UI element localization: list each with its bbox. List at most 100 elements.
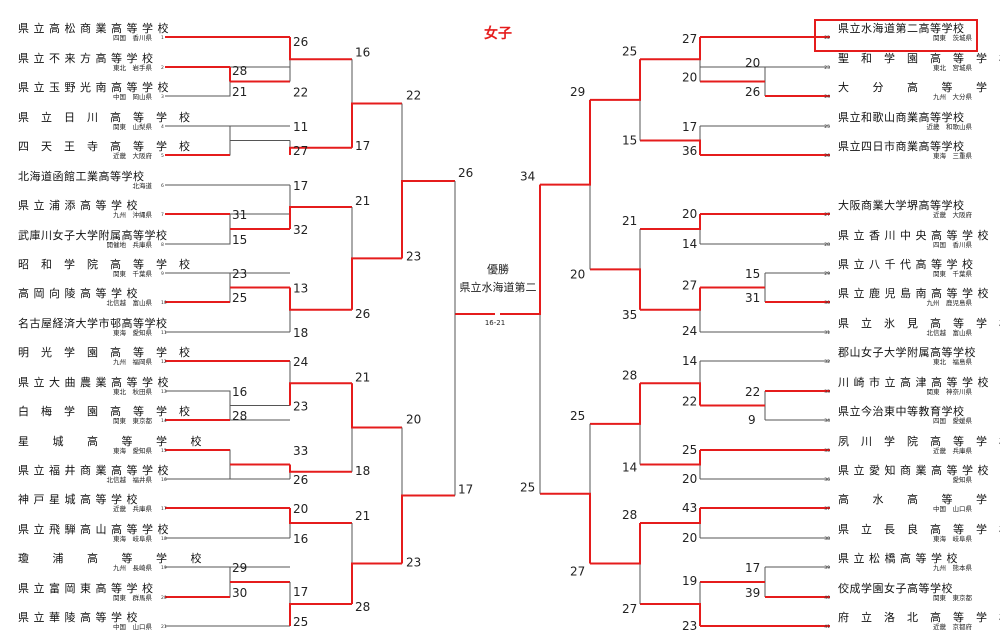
score-label: 24 — [293, 355, 308, 369]
score-label: 14 — [682, 237, 697, 251]
team-region: 東海 岐阜県 — [113, 534, 153, 543]
team-number: 13 — [161, 389, 167, 395]
bracket-line — [351, 383, 402, 429]
team-number: 10 — [161, 300, 167, 306]
team-region: 近畿 大阪府 — [933, 210, 973, 219]
team-name: 瓊 浦 高 等 学 校 — [18, 551, 202, 565]
score-label: 20 — [682, 531, 697, 545]
team-region: 東北 秋田県 — [113, 387, 153, 396]
bracket-title: 女子 — [484, 25, 512, 42]
score-label: 27 — [622, 602, 637, 616]
team-name: 大 分 高 等 学 校 — [838, 80, 1000, 94]
team-region: 九州 鹿児島県 — [927, 298, 973, 307]
team-region: 関東 千葉県 — [933, 269, 973, 278]
team-number: 14 — [161, 418, 167, 424]
team-region: 東海 三重県 — [933, 151, 973, 160]
bracket-line — [640, 382, 701, 406]
score-label: 18 — [355, 464, 370, 478]
team-number: 29 — [824, 271, 830, 277]
score-label: 15 — [622, 134, 637, 148]
score-label: 11 — [293, 120, 308, 134]
score-label: 29 — [232, 561, 247, 575]
team-region: 関東 東京都 — [933, 593, 973, 602]
team-region: 関東 茨城県 — [933, 33, 973, 42]
score-label: 32 — [293, 223, 308, 237]
score-label: 39 — [745, 586, 760, 600]
score-label: 24 — [682, 324, 697, 338]
team-number: 7 — [161, 212, 164, 218]
team-name: 県 立 日 川 高 等 学 校 — [18, 110, 191, 124]
team-number: 4 — [161, 124, 164, 130]
score-label: 28 — [622, 508, 637, 522]
team-name: 昭 和 学 院 高 等 学 校 — [18, 257, 191, 271]
score-label: 17 — [682, 120, 697, 134]
score-label: 15 — [745, 267, 760, 281]
score-label: 17 — [745, 561, 760, 575]
bracket-line — [289, 37, 352, 61]
score-label: 21 — [355, 370, 370, 384]
team-region: 四国 香川県 — [113, 33, 153, 42]
team-region: 開催地 兵庫県 — [107, 240, 153, 249]
team-region: 北信越 福井県 — [107, 475, 153, 484]
score-label: 16 — [355, 45, 370, 59]
team-name: 名古屋経済大学市邨高等学校 — [18, 316, 168, 330]
team-name: 神 戸 星 城 高 等 学 校 — [18, 492, 138, 506]
score-label: 25 — [232, 291, 247, 305]
score-label: 27 — [682, 279, 697, 293]
score-label: 15 — [232, 233, 247, 247]
bracket-line — [500, 184, 541, 315]
score-label: 35 — [622, 308, 637, 322]
team-region: 愛知県 — [953, 475, 973, 484]
score-label: 23 — [682, 619, 697, 633]
team-region: 九州 沖縄県 — [113, 210, 153, 219]
team-number: 40 — [824, 595, 830, 601]
team-number: 34 — [824, 418, 830, 424]
score-label: 21 — [355, 509, 370, 523]
bracket-line — [351, 102, 402, 148]
team-name: 郡山女子大学附属高等学校 — [838, 345, 976, 359]
team-number: 17 — [161, 506, 167, 512]
team-number: 31 — [824, 330, 830, 336]
bracket-line — [289, 287, 352, 311]
team-name: 佼成学園女子高等学校 — [838, 581, 953, 595]
team-region: 四国 愛媛県 — [933, 416, 973, 425]
bracket-line — [401, 179, 455, 259]
score-label: 34 — [520, 170, 535, 184]
bracket-line — [590, 383, 641, 425]
bracket-line — [401, 494, 455, 564]
team-number: 23 — [824, 65, 830, 71]
score-label: 27 — [570, 565, 585, 579]
team-region: 関東 神奈川県 — [927, 387, 973, 396]
team-name: 県 立 氷 見 高 等 学 校 — [838, 316, 1000, 330]
team-region: 四国 香川県 — [933, 240, 973, 249]
score-label: 43 — [682, 501, 697, 515]
team-name: 北海道函館工業高等学校 — [18, 169, 145, 183]
bracket-line — [289, 146, 352, 155]
team-name: 県 立 福 井 商 業 高 等 学 校 — [18, 463, 169, 477]
score-label: 25 — [293, 615, 308, 629]
team-number: 15 — [161, 448, 167, 454]
team-name: 県 立 玉 野 光 南 高 等 学 校 — [18, 80, 169, 94]
score-label: 22 — [745, 385, 760, 399]
team-name: 明 光 学 園 高 等 学 校 — [18, 345, 191, 359]
bracket-line — [289, 464, 352, 473]
team-region: 九州 大分県 — [933, 92, 973, 101]
team-number: 11 — [161, 330, 167, 336]
score-label: 20 — [745, 56, 760, 70]
team-name: 県 立 八 千 代 高 等 学 校 — [838, 257, 973, 271]
score-label: 20 — [406, 413, 421, 427]
team-name: 白 梅 学 園 高 等 学 校 — [18, 404, 191, 418]
team-number: 8 — [161, 242, 164, 248]
team-number: 26 — [824, 153, 830, 159]
team-name: 武庫川女子大学附属高等学校 — [18, 228, 168, 242]
team-region: 北海道 — [133, 181, 153, 190]
team-region: 近畿 京都府 — [933, 622, 973, 631]
team-number: 39 — [824, 565, 830, 571]
score-label: 26 — [293, 473, 308, 487]
final-score: 16-21 — [485, 319, 505, 327]
score-label: 25 — [520, 481, 535, 495]
team-name: 県 立 華 陵 高 等 学 校 — [18, 610, 138, 624]
bracket-line — [640, 37, 701, 61]
team-name: 県 立 松 橋 高 等 学 校 — [838, 551, 958, 565]
